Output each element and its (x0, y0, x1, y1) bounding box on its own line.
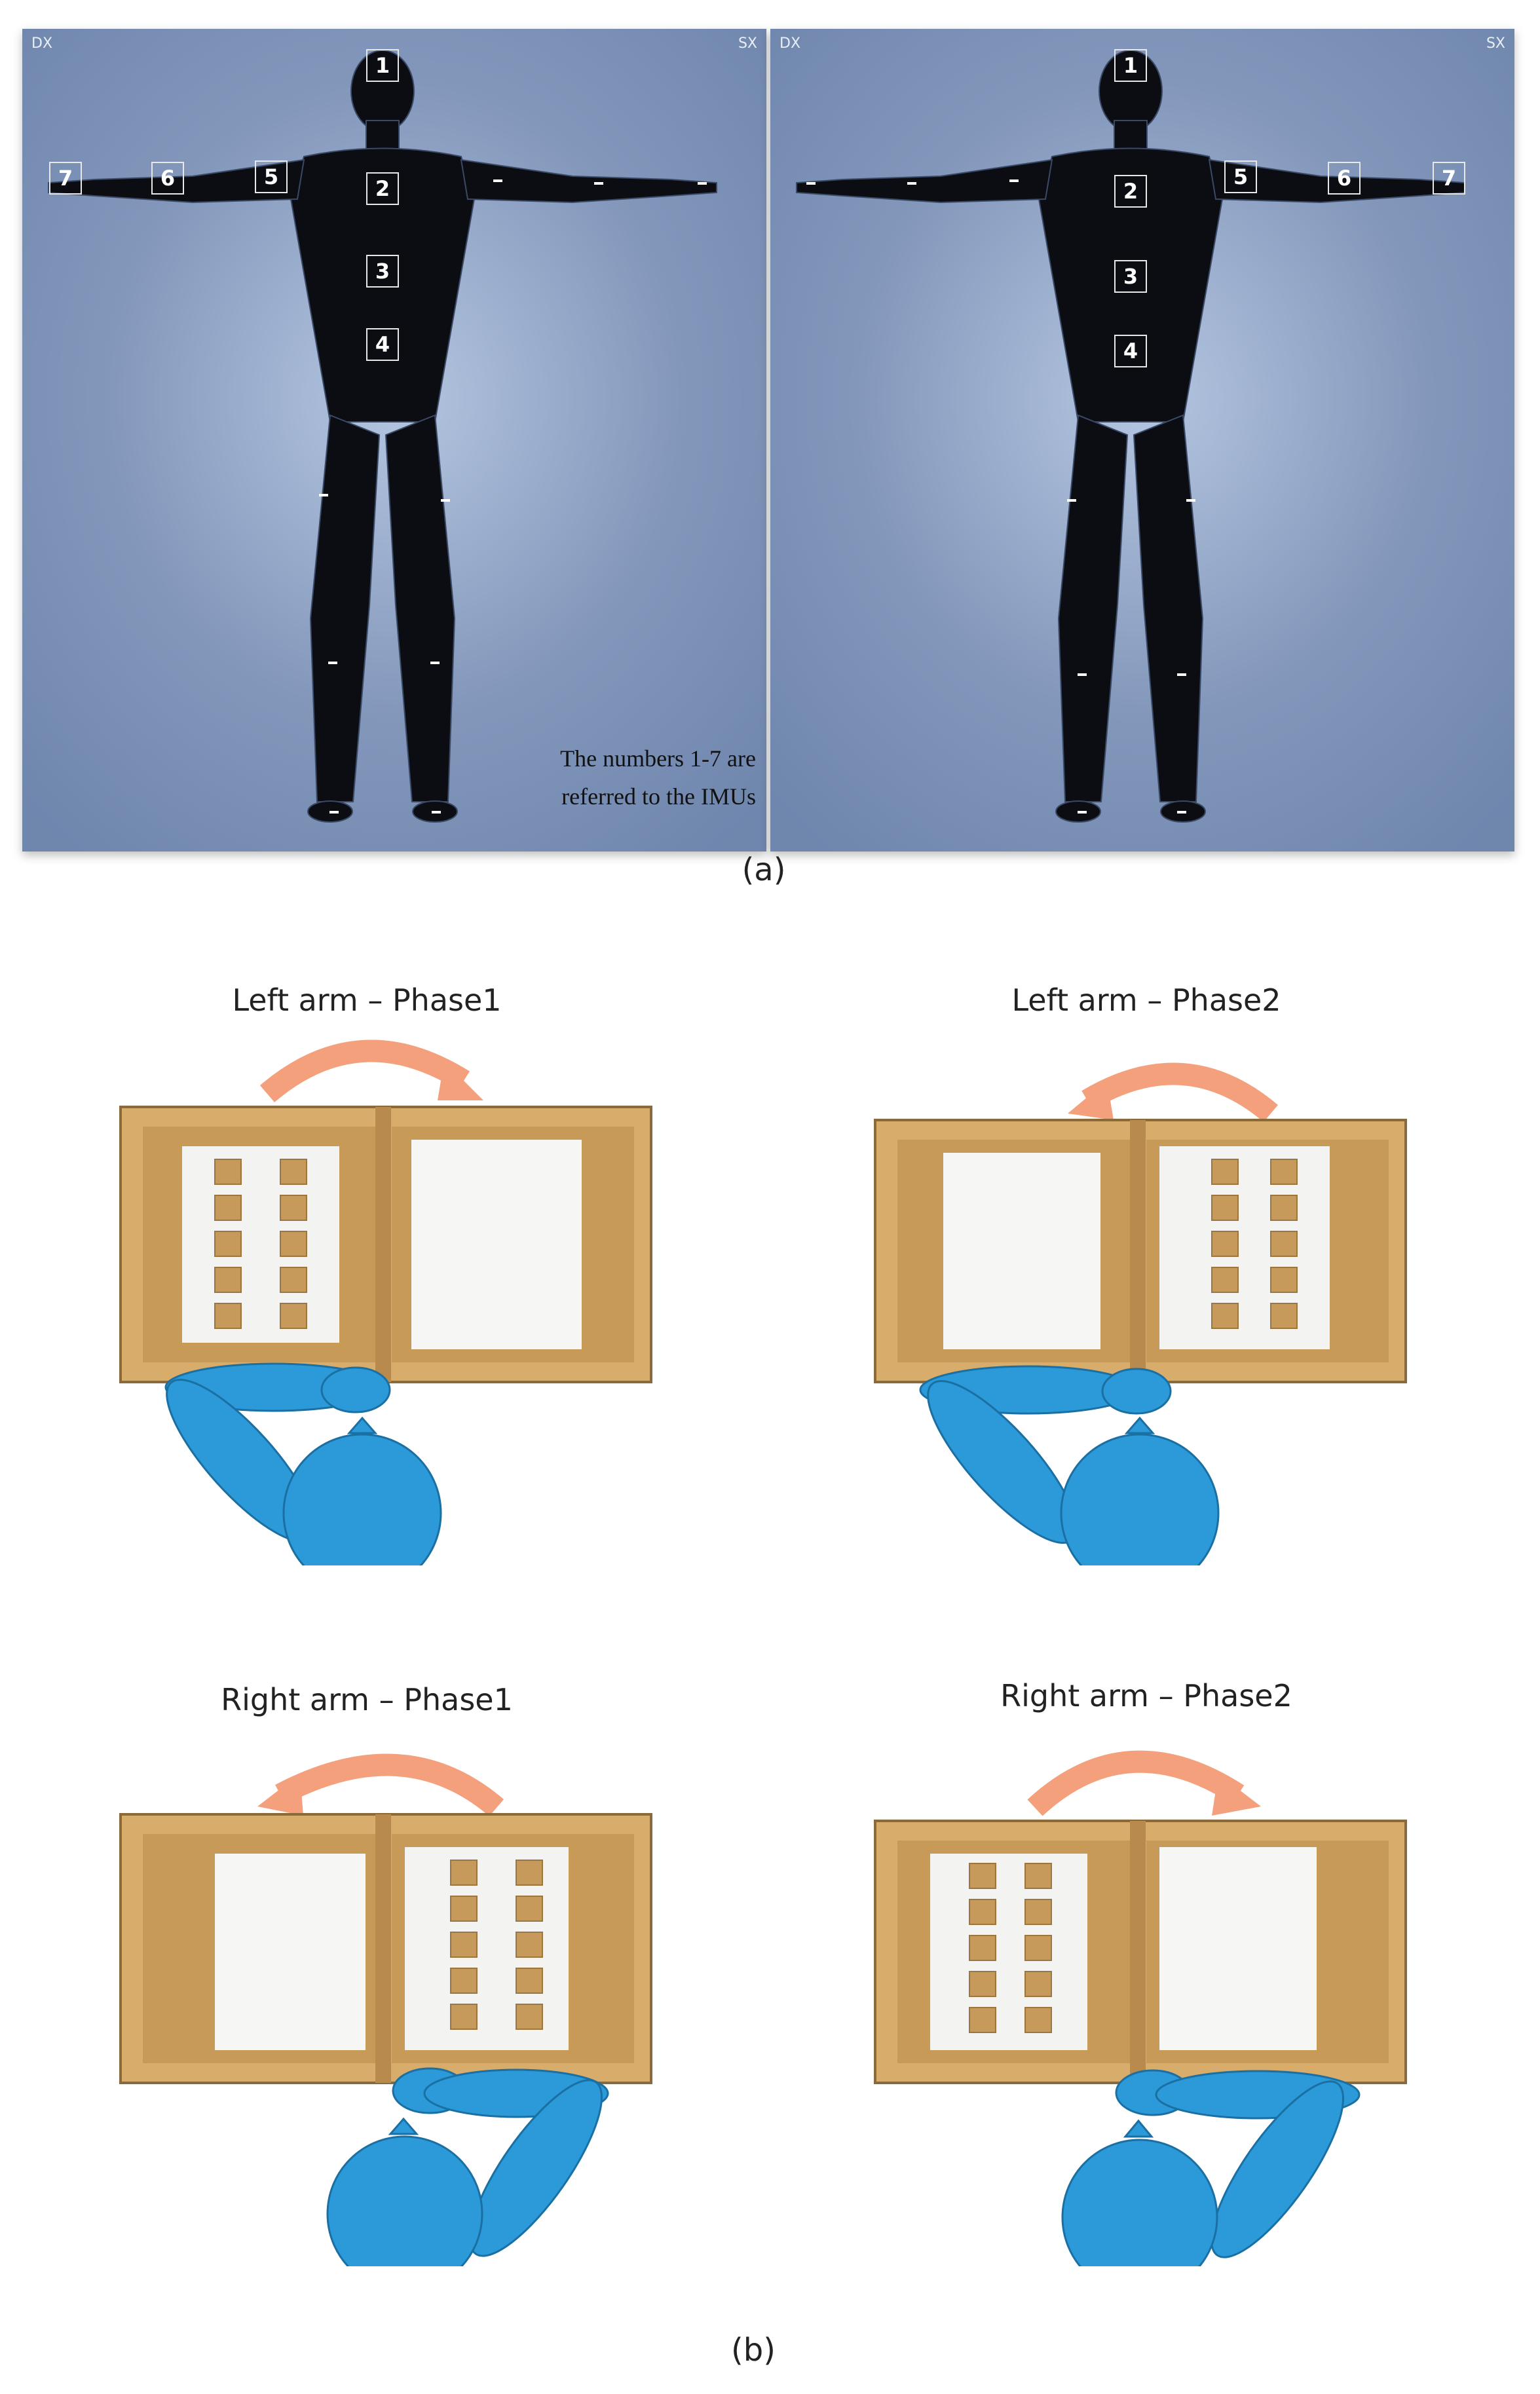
imu-note: The numbers 1-7 are referred to the IMUs (507, 739, 756, 815)
imu-note-line1: The numbers 1-7 are (560, 745, 756, 772)
corner-label-dx: DX (779, 35, 801, 52)
placeholder-marker (698, 182, 707, 185)
imu-marker-4: 4 (1114, 335, 1147, 367)
scene-left-arm-phase1 (117, 1028, 680, 1565)
imu-marker-3: 3 (1114, 260, 1147, 293)
placeholder-marker (319, 494, 328, 496)
scene-title-left-phase1: Left arm – Phase1 (232, 982, 502, 1018)
corner-label-dx: DX (31, 35, 53, 52)
corner-label-sx: SX (738, 35, 757, 52)
imu-marker-6: 6 (151, 162, 184, 195)
body-figure-left-panel: DX SX 1 2 3 4 5 6 7 The numbers 1-7 are … (22, 29, 766, 851)
scene-left-arm-phase2 (871, 1028, 1435, 1565)
imu-marker-7: 7 (1433, 162, 1465, 195)
placeholder-marker (329, 811, 339, 814)
placeholder-marker (441, 499, 450, 502)
imu-marker-1: 1 (1114, 49, 1147, 82)
imu-marker-7: 7 (49, 162, 82, 195)
caption-b: (b) (731, 2332, 776, 2368)
imu-note-line2: referred to the IMUs (561, 783, 756, 810)
body-silhouette-left (22, 29, 766, 851)
placeholder-marker (493, 179, 502, 182)
imu-marker-2: 2 (366, 172, 399, 205)
placeholder-marker (1067, 499, 1076, 502)
placeholder-marker (1177, 673, 1186, 676)
imu-marker-2: 2 (1114, 175, 1147, 208)
placeholder-marker (1009, 179, 1019, 182)
scene-title-right-phase1: Right arm – Phase1 (221, 1682, 513, 1717)
corner-label-sx: SX (1486, 35, 1505, 52)
body-silhouette-right (770, 29, 1514, 851)
imu-marker-5: 5 (255, 160, 288, 193)
placeholder-marker (907, 182, 916, 185)
imu-marker-5: 5 (1224, 160, 1257, 193)
placeholder-marker (328, 662, 337, 664)
caption-a: (a) (742, 851, 786, 888)
placeholder-marker (806, 182, 816, 185)
imu-marker-1: 1 (366, 49, 399, 82)
scene-right-arm-phase1 (117, 1729, 680, 2266)
body-figure-right-panel: DX SX 1 2 3 4 5 6 7 (770, 29, 1514, 851)
scene-title-left-phase2: Left arm – Phase2 (1011, 982, 1281, 1018)
placeholder-marker (1078, 811, 1087, 814)
placeholder-marker (594, 182, 603, 185)
imu-marker-4: 4 (366, 328, 399, 361)
imu-marker-3: 3 (366, 255, 399, 288)
placeholder-marker (430, 662, 440, 664)
scene-right-arm-phase2 (871, 1729, 1435, 2266)
placeholder-marker (1078, 673, 1087, 676)
placeholder-marker (1186, 499, 1195, 502)
placeholder-marker (432, 811, 441, 814)
placeholder-marker (1177, 811, 1186, 814)
scene-title-right-phase2: Right arm – Phase2 (1000, 1678, 1292, 1713)
imu-marker-6: 6 (1328, 162, 1361, 195)
